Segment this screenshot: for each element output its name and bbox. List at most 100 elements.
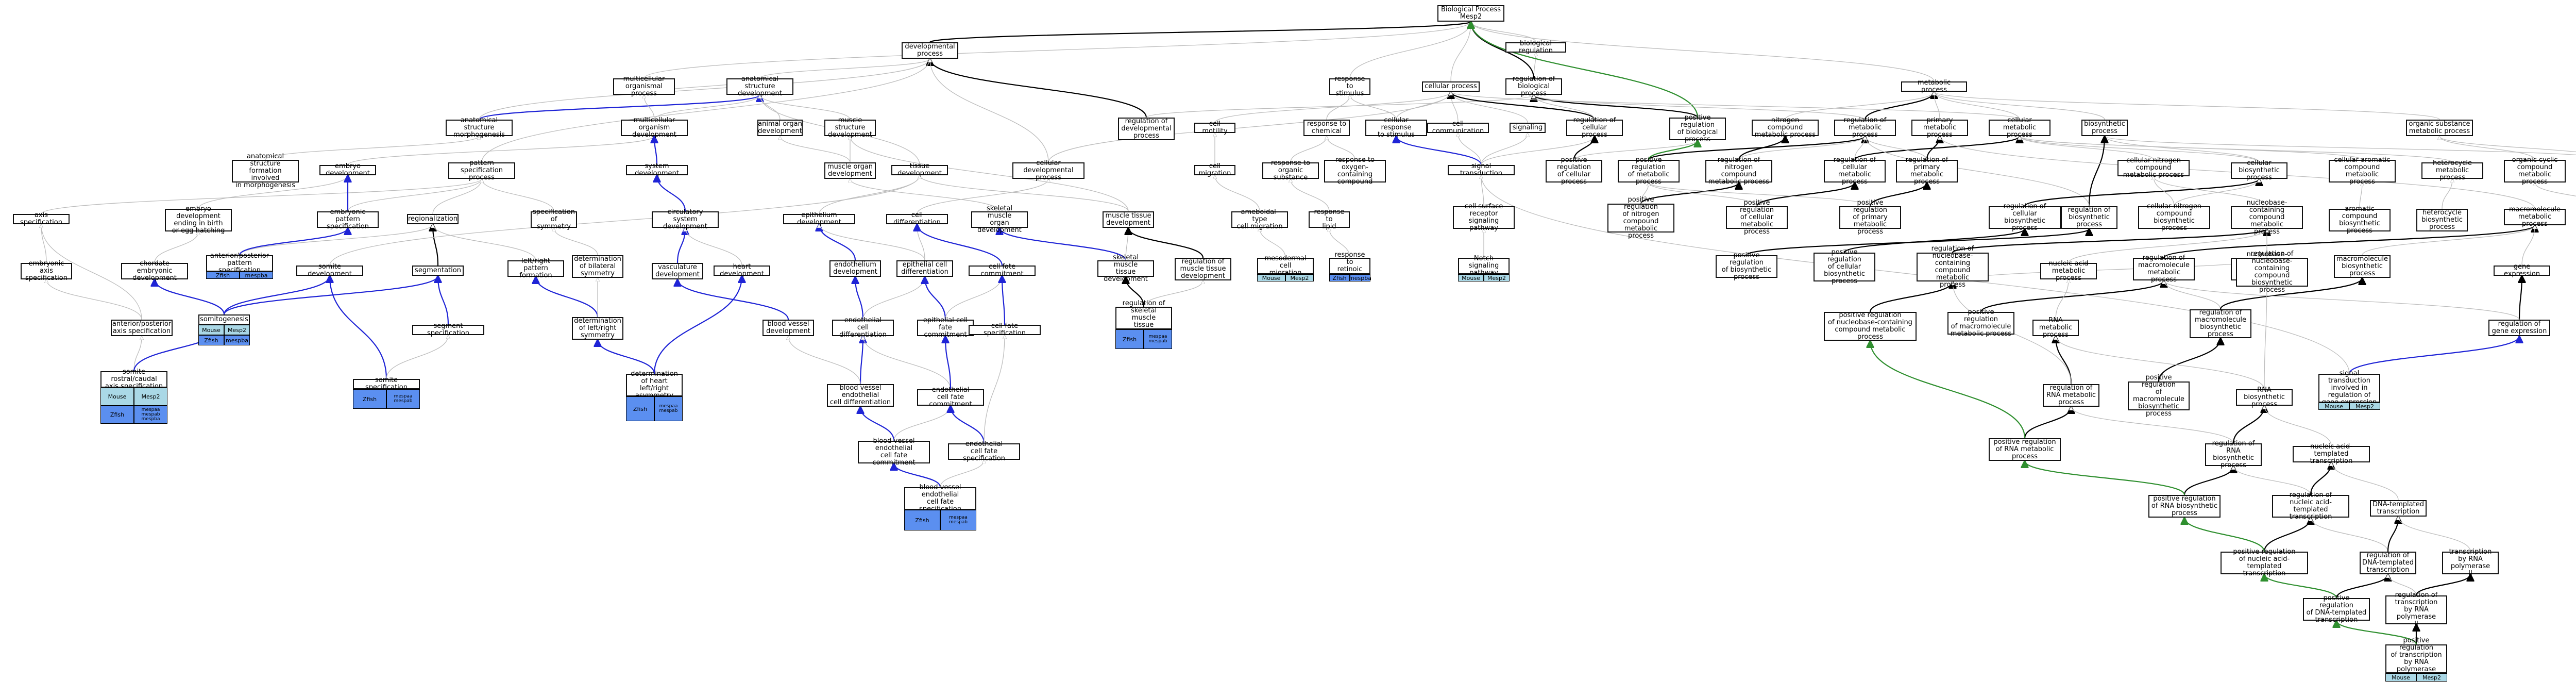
- go-term-regnitro[interactable]: regulation of nitrogen compound metaboli…: [1705, 157, 1772, 186]
- go-term-orgcyc[interactable]: organic cyclic compound metabolic proces…: [2504, 157, 2566, 186]
- go-term-nucacid[interactable]: nucleic acid metabolic process: [2040, 260, 2097, 282]
- go-term-cellnitrobio[interactable]: cellular nitrogen compound biosynthetic …: [2138, 203, 2210, 232]
- go-term-cellresp[interactable]: cellular response to stimulus: [1365, 117, 1427, 139]
- go-term-rnamet[interactable]: RNA metabolic process: [2032, 317, 2079, 339]
- go-term-regdna[interactable]: regulation of DNA-templated transcriptio…: [2360, 552, 2416, 574]
- go-term-epidev[interactable]: epithelium development: [783, 212, 855, 226]
- go-term-vascdev[interactable]: vasculature development: [652, 263, 703, 279]
- go-term-regdevproc[interactable]: regulation of developmental process: [1118, 118, 1175, 140]
- go-term-bvendo[interactable]: blood vessel endothelial cell differenti…: [827, 384, 894, 407]
- go-term-sigtrans[interactable]: signal transduction: [1448, 163, 1515, 177]
- go-term-multidev[interactable]: multicellular organism development: [621, 117, 688, 139]
- go-term-bp[interactable]: Biological Process Mesp2: [1437, 5, 1504, 22]
- go-term-multiorg[interactable]: multicellular organismal process: [613, 76, 675, 97]
- go-term-respchem[interactable]: response to chemical: [1303, 120, 1350, 136]
- go-term-bvdev[interactable]: blood vessel development: [762, 320, 814, 336]
- go-term-reggene[interactable]: regulation of gene expression: [2488, 320, 2550, 336]
- go-term-somitespec[interactable]: somite specification: [353, 377, 420, 391]
- go-term-regbio[interactable]: regulation of biological process: [1505, 76, 1562, 97]
- go-term-epicelldiff[interactable]: epithelial cell differentiation: [896, 260, 953, 277]
- go-term-endodev[interactable]: endothelium development: [829, 260, 881, 277]
- go-term-cellcomm[interactable]: cell communication: [1427, 121, 1489, 135]
- go-term-cellfatecomm[interactable]: cell fate commitment: [969, 263, 1036, 278]
- go-term-regmacro[interactable]: regulation of macromolecule metabolic pr…: [2133, 255, 2195, 284]
- go-term-macrobio[interactable]: macromolecule biosynthetic process: [2334, 255, 2391, 278]
- go-term-axisspec[interactable]: axis specification: [13, 212, 70, 226]
- go-term-bvendospec[interactable]: blood vessel endothelial cell fate speci…: [904, 484, 976, 513]
- go-term-biosyn[interactable]: biosynthetic process: [2081, 120, 2128, 136]
- go-term-posregrna[interactable]: positive regulation of RNA metabolic pro…: [1989, 438, 2061, 461]
- go-term-geneexp[interactable]: gene expression: [2494, 263, 2550, 278]
- go-term-embbirth[interactable]: embryo development ending in birth or eg…: [165, 206, 232, 235]
- go-term-nitro[interactable]: nitrogen compound metabolic process: [1752, 117, 1819, 139]
- go-term-endofate[interactable]: endothelial cell fate commitment: [917, 387, 984, 408]
- go-term-cellfatespec[interactable]: cell fate specification: [969, 323, 1041, 337]
- go-term-posregnucacid[interactable]: positive regulation of nucleic acid-temp…: [2221, 549, 2308, 577]
- go-term-celldevproc[interactable]: cellular developmental process: [1012, 160, 1084, 181]
- go-term-amoeboid[interactable]: ameboidal-type cell migration: [1231, 209, 1288, 230]
- go-term-regrnabio[interactable]: regulation of RNA biosynthetic process: [2205, 440, 2262, 469]
- go-term-notch[interactable]: Notch signaling pathway: [1458, 255, 1510, 277]
- go-term-heterobio[interactable]: heterocycle biosynthetic process: [2416, 209, 2468, 231]
- go-term-posregcellbio[interactable]: positive regulation of cellular biosynth…: [1814, 249, 1875, 285]
- go-term-posregdna[interactable]: positive regulation of DNA-templated tra…: [2303, 595, 2370, 624]
- go-term-respstim[interactable]: response to stimulus: [1329, 76, 1370, 97]
- go-term-nucacidtrans[interactable]: nucleic acid-templated transcription: [2293, 443, 2370, 465]
- go-term-resplipid[interactable]: response to lipid: [1309, 209, 1350, 230]
- go-term-anatmorph[interactable]: anatomical structure morphogenesis: [446, 117, 513, 139]
- go-term-macromol[interactable]: macromolecule metabolic process: [2504, 206, 2566, 228]
- go-term-cellarom[interactable]: cellular aromatic compound metabolic pro…: [2329, 157, 2396, 186]
- go-term-posregcellmet[interactable]: positive regulation of cellular metaboli…: [1726, 200, 1788, 236]
- go-term-sigreg[interactable]: signal transduction involved in regulati…: [2318, 370, 2380, 406]
- go-term-anatdev[interactable]: anatomical structure development: [726, 76, 793, 97]
- go-term-mesenmig[interactable]: mesodermal cell migration: [1257, 255, 1314, 277]
- go-term-transpol[interactable]: transcription by RNA polymerase II: [2442, 549, 2499, 577]
- go-term-regmusdev[interactable]: regulation of muscle tissue development: [1175, 258, 1231, 280]
- go-term-specsym[interactable]: specification of symmetry: [531, 209, 577, 230]
- go-term-bvendofate[interactable]: blood vessel endothelial cell fate commi…: [858, 438, 930, 467]
- go-term-regmet[interactable]: regulation of metabolic process: [1834, 117, 1896, 139]
- go-term-animorg[interactable]: animal organ development: [757, 120, 803, 136]
- go-term-antformorph[interactable]: anatomical structure formation involved …: [232, 153, 299, 189]
- go-term-dethrt[interactable]: determination of heart left/right asymme…: [626, 371, 683, 400]
- go-term-skelorgan[interactable]: skeletal muscle organ development: [971, 205, 1028, 234]
- go-term-mustissue[interactable]: muscle tissue development: [1103, 211, 1154, 228]
- go-term-orgsubmet[interactable]: organic substance metabolic process: [2406, 120, 2473, 136]
- go-term-regnucbio[interactable]: regulation of nucleobase-containing comp…: [2236, 251, 2308, 294]
- go-term-circsys[interactable]: circulatory system development: [652, 209, 719, 230]
- go-term-embdev[interactable]: embryo development: [319, 163, 376, 177]
- go-term-devproc[interactable]: developmental process: [902, 42, 958, 59]
- go-term-posregbio[interactable]: positive regulation of biological proces…: [1669, 114, 1726, 143]
- go-term-tissuedev[interactable]: tissue development: [891, 163, 948, 177]
- go-term-cellmot[interactable]: cell motility: [1194, 121, 1235, 135]
- go-term-posregmet[interactable]: positive regulation of metabolic process: [1618, 157, 1680, 186]
- go-term-endocell[interactable]: endothelial cell differentiation: [832, 317, 894, 339]
- go-term-cellbiosyn[interactable]: cellular biosynthetic process: [2231, 160, 2287, 181]
- go-term-rnabio[interactable]: RNA biosynthetic process: [2236, 387, 2293, 408]
- go-term-posregmacrobio[interactable]: positive regulation of macromolecule bio…: [2128, 374, 2190, 418]
- go-term-signaling[interactable]: signaling: [1510, 123, 1546, 133]
- go-term-celldiff[interactable]: cell differentiation: [886, 212, 948, 226]
- go-term-heterocyc[interactable]: heterocycle metabolic process: [2421, 160, 2483, 181]
- go-term-somitog[interactable]: somitogenesis: [198, 314, 250, 325]
- go-term-cellmig[interactable]: cell migration: [1194, 163, 1235, 177]
- go-term-antpost[interactable]: anterior/posterior pattern specification: [206, 253, 273, 274]
- go-term-detsym[interactable]: determination of bilateral symmetry: [572, 255, 623, 278]
- go-term-posregnitro[interactable]: positive regulation of nitrogen compound…: [1607, 196, 1674, 240]
- go-term-regpol[interactable]: regulation of transcription by RNA polym…: [2385, 592, 2447, 628]
- go-term-patspec[interactable]: pattern specification process: [448, 160, 515, 181]
- go-term-segspec[interactable]: segment specification: [412, 323, 484, 337]
- go-term-embaxis[interactable]: embryonic axis specification: [21, 260, 72, 282]
- go-term-detlr[interactable]: determination of left/right symmetry: [572, 317, 623, 340]
- go-term-regcell[interactable]: regulation of cellular process: [1566, 117, 1623, 139]
- go-term-posregpol[interactable]: positive regulation of transcription by …: [2385, 637, 2447, 681]
- go-term-segment[interactable]: segmentation: [412, 265, 464, 276]
- go-term-primmet[interactable]: primary metabolic process: [1911, 117, 1968, 139]
- go-term-regrna[interactable]: regulation of RNA metabolic process: [2043, 384, 2099, 407]
- go-term-somitedev[interactable]: somite development: [296, 263, 363, 278]
- go-term-somitecaud[interactable]: somite rostral/caudal axis specification: [100, 369, 167, 390]
- go-term-endofatespec[interactable]: endothelial cell fate specification: [948, 441, 1020, 462]
- go-term-metab[interactable]: metabolic process: [1901, 79, 1967, 94]
- go-term-regionaliz[interactable]: regionalization: [407, 214, 459, 224]
- go-term-posregmacro[interactable]: positive regulation of macromolecule met…: [1947, 309, 2014, 338]
